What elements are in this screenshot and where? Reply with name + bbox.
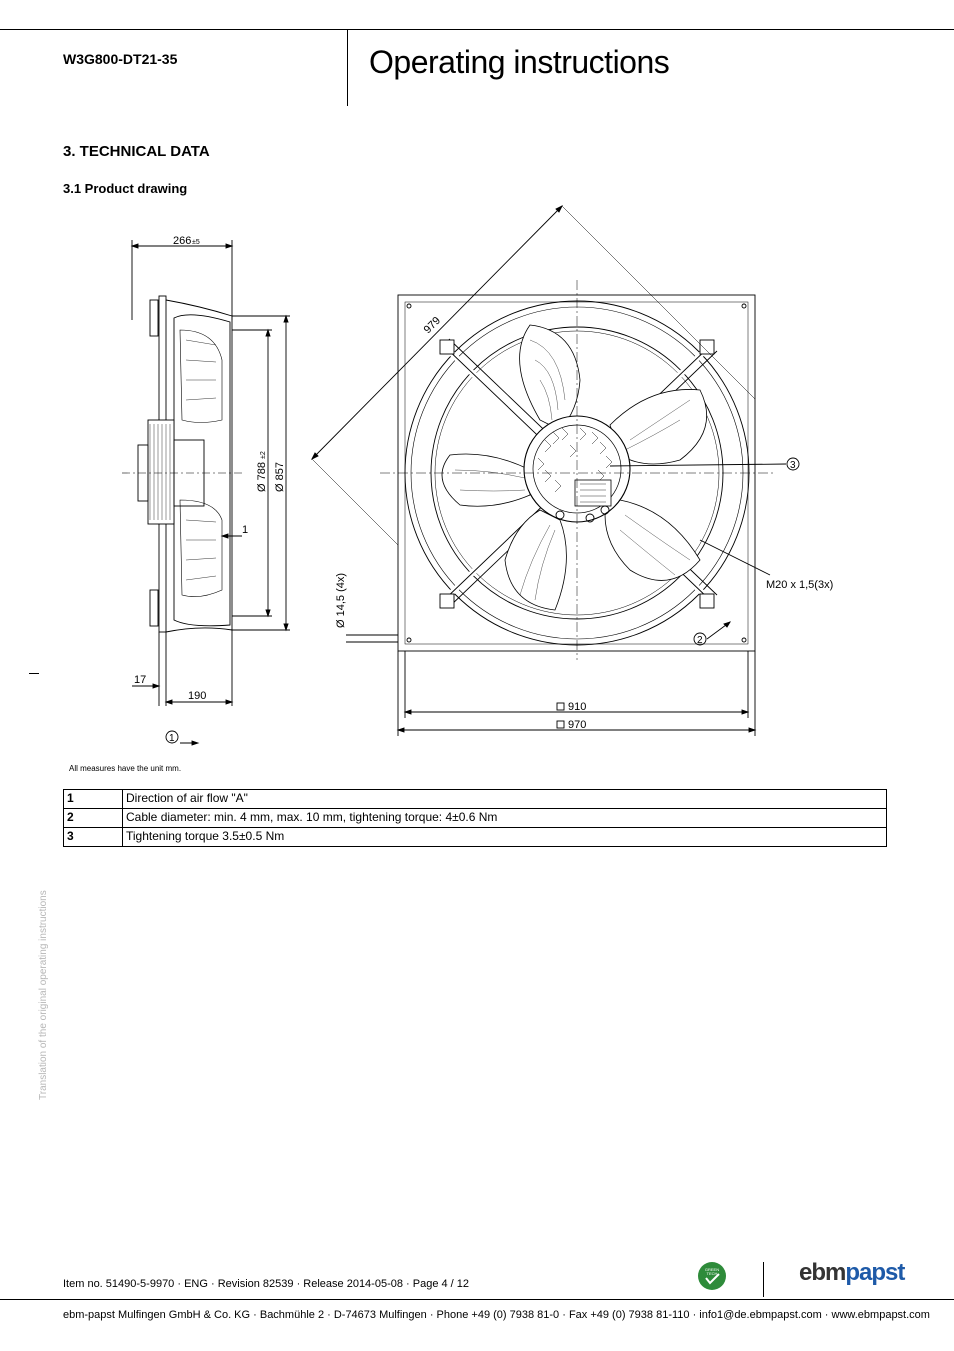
legend-table: 1 Direction of air flow "A" 2 Cable diam…: [63, 789, 887, 847]
thread-label: M20 x 1,5(3x): [766, 579, 833, 591]
dim-depth: 266: [173, 235, 191, 247]
table-row: 1 Direction of air flow "A": [63, 789, 887, 809]
logo-papst: papst: [845, 1259, 905, 1286]
margin-mark: [29, 673, 39, 674]
item-info: Item no. 51490-5-9970 · ENG · Revision 8…: [63, 1278, 470, 1290]
dim-dia-outer: Ø 857: [274, 462, 286, 492]
legend-text: Tightening torque 3.5±0.5 Nm: [122, 827, 887, 847]
dim-190: 190: [188, 690, 206, 702]
translation-note: Translation of the original operating in…: [38, 890, 49, 1100]
side-view: [122, 240, 290, 746]
airflow-marker: 1: [169, 733, 175, 744]
unit-note: All measures have the unit mm.: [69, 764, 182, 773]
dim-depth-tol: ±5: [192, 239, 200, 246]
dim-inner-square: 910: [568, 701, 586, 713]
header-rule: [0, 29, 954, 30]
svg-text:TECH: TECH: [707, 1271, 718, 1276]
legend-num: 2: [63, 808, 123, 828]
subsection-heading: 3.1 Product drawing: [63, 181, 188, 196]
legend-num: 1: [63, 789, 123, 809]
legend-text: Direction of air flow "A": [122, 789, 887, 809]
logo-ebm: ebm: [799, 1259, 846, 1286]
header-separator: [347, 29, 348, 106]
dim-outer-square: 970: [568, 719, 586, 731]
dim-dia-inner-tol: ±2: [260, 451, 267, 459]
logo-separator: [763, 1262, 764, 1297]
greentech-badge-icon: GREEN TECH: [698, 1262, 726, 1290]
table-row: 3 Tightening torque 3.5±0.5 Nm: [63, 827, 887, 847]
footer-address: ebm-papst Mulfingen GmbH & Co. KG · Bach…: [63, 1309, 930, 1321]
marker-side-1: 1: [242, 524, 248, 536]
ebmpapst-logo: ebmpapst: [799, 1259, 905, 1287]
callout-2: 2: [697, 635, 703, 646]
svg-text:GREEN: GREEN: [705, 1267, 719, 1272]
page-title: Operating instructions: [369, 44, 670, 80]
dim-dia-inner: Ø 788: [256, 462, 268, 492]
product-drawing: 266 ±5 Ø 788 ±2 Ø 857 1 17 190 1: [122, 204, 833, 746]
table-row: 2 Cable diameter: min. 4 mm, max. 10 mm,…: [63, 808, 887, 828]
footer-rule: [0, 1299, 954, 1300]
legend-text: Cable diameter: min. 4 mm, max. 10 mm, t…: [122, 808, 887, 828]
dim-diagonal: 979: [422, 315, 443, 336]
holes-label: Ø 14,5 (4x): [335, 573, 347, 628]
section-heading: 3. TECHNICAL DATA: [63, 143, 210, 160]
front-view: [310, 204, 800, 736]
model-number: W3G800-DT21-35: [63, 51, 178, 67]
callout-3: 3: [790, 460, 796, 471]
dim-17: 17: [134, 674, 146, 686]
legend-num: 3: [63, 827, 123, 847]
